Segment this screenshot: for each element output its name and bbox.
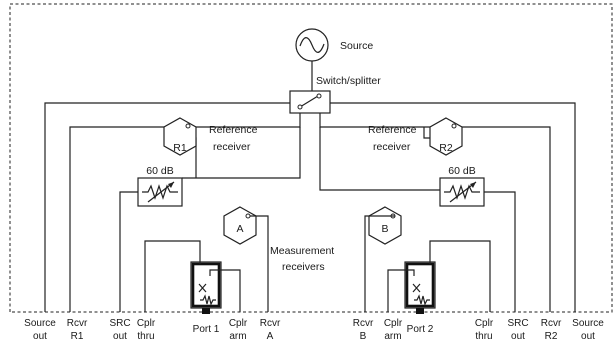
attenuator-left-label: 60 dB bbox=[146, 165, 173, 177]
reference-label-right-line2: receiver bbox=[373, 141, 411, 153]
label-cplr-thru-left-2: thru bbox=[137, 331, 154, 342]
label-rcvr-r2-2: R2 bbox=[545, 331, 558, 342]
receiver-r1-label: R1 bbox=[173, 142, 187, 154]
label-cplr-arm-left-2: arm bbox=[229, 331, 246, 342]
receiver-b-label: B bbox=[381, 223, 388, 235]
port2-label: Port 2 bbox=[407, 324, 434, 335]
label-cplr-arm-left-1: Cplr bbox=[229, 318, 248, 329]
attenuator-left-icon bbox=[137, 177, 183, 207]
reference-label-left-line2: receiver bbox=[213, 141, 251, 153]
reference-label-right-line1: Reference bbox=[368, 124, 417, 136]
label-rcvr-b-2: B bbox=[360, 331, 367, 342]
measurement-label-line2: receivers bbox=[282, 261, 325, 273]
label-src-out-right-1: SRC bbox=[507, 318, 528, 329]
label-rcvr-r1-1: Rcvr bbox=[67, 318, 88, 329]
receiver-r2-label: R2 bbox=[439, 142, 453, 154]
label-src-out-left-2: out bbox=[113, 331, 127, 342]
label-rcvr-r2-1: Rcvr bbox=[541, 318, 562, 329]
switch-splitter-icon bbox=[289, 90, 331, 114]
label-rcvr-a-1: Rcvr bbox=[260, 318, 281, 329]
receiver-r1-icon bbox=[163, 117, 197, 156]
receiver-r2-icon bbox=[429, 117, 463, 156]
attenuator-right-label: 60 dB bbox=[448, 165, 475, 177]
receiver-a-label: A bbox=[236, 223, 243, 235]
label-cplr-thru-right-2: thru bbox=[475, 331, 492, 342]
label-source-out-right-2: out bbox=[581, 331, 595, 342]
attenuator-right-icon bbox=[439, 177, 485, 207]
label-rcvr-b-1: Rcvr bbox=[353, 318, 374, 329]
label-source-out-left-1: Source bbox=[24, 318, 56, 329]
reference-label-left-line1: Reference bbox=[209, 124, 258, 136]
coupler-port2-icon bbox=[404, 261, 436, 314]
label-src-out-right-2: out bbox=[511, 331, 525, 342]
switch-splitter-label: Switch/splitter bbox=[316, 75, 381, 87]
label-cplr-thru-right-1: Cplr bbox=[475, 318, 494, 329]
label-source-out-right-1: Source bbox=[572, 318, 604, 329]
label-source-out-left-2: out bbox=[33, 331, 47, 342]
label-cplr-thru-left-1: Cplr bbox=[137, 318, 156, 329]
source-label: Source bbox=[340, 40, 373, 52]
source-icon bbox=[295, 28, 329, 62]
label-rcvr-a-2: A bbox=[267, 331, 274, 342]
label-cplr-arm-right-2: arm bbox=[384, 331, 401, 342]
instrument-boundary bbox=[9, 3, 613, 313]
port1-label: Port 1 bbox=[193, 324, 220, 335]
measurement-label-line1: Measurement bbox=[270, 245, 334, 257]
label-rcvr-r1-2: R1 bbox=[71, 331, 84, 342]
label-src-out-left-1: SRC bbox=[109, 318, 130, 329]
label-cplr-arm-right-1: Cplr bbox=[384, 318, 403, 329]
